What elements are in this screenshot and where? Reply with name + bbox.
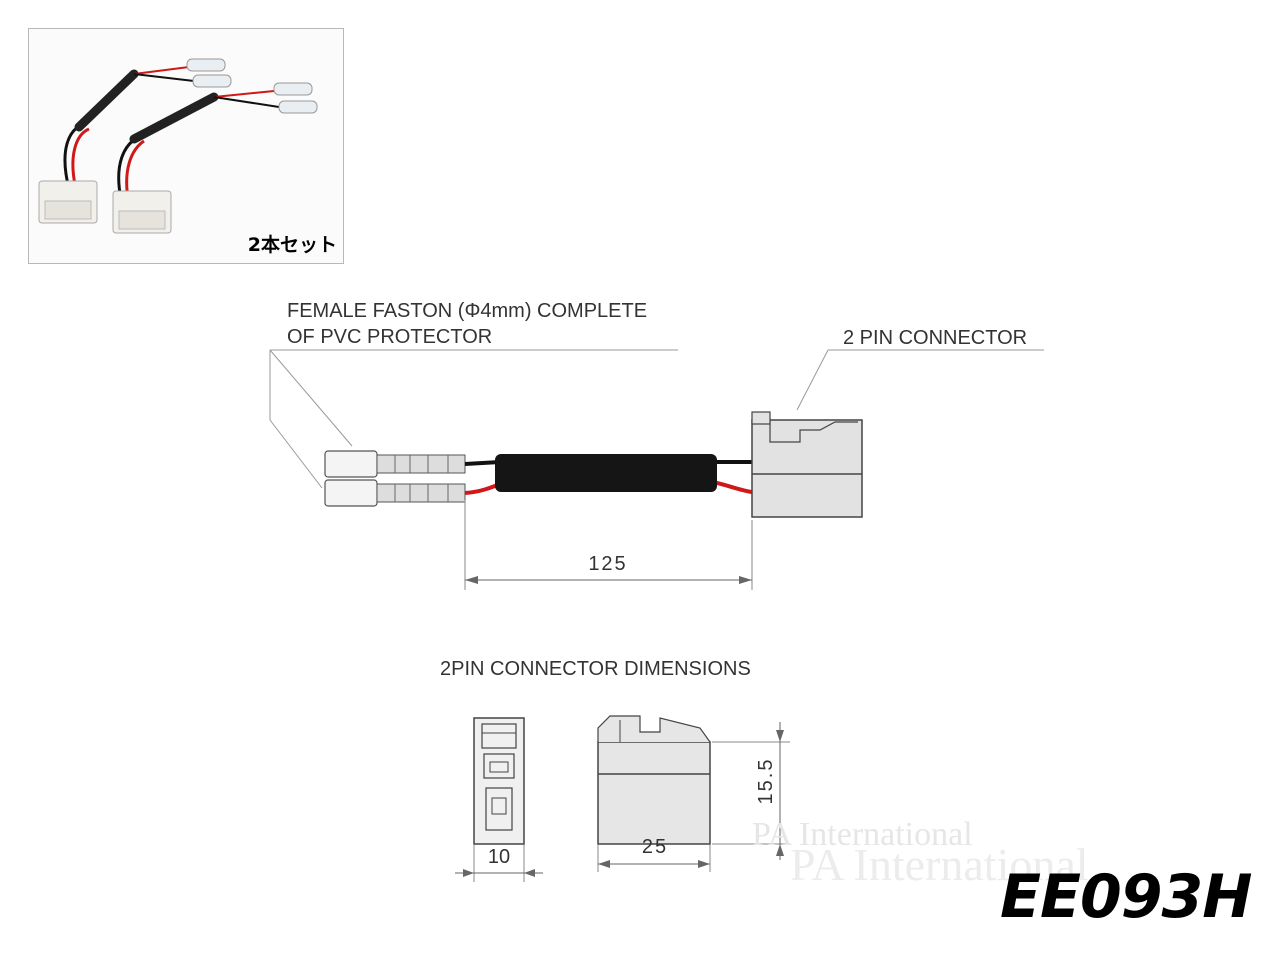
length-dimension: 125 — [588, 553, 627, 575]
connector-label: 2 PIN CONNECTOR — [843, 327, 1027, 349]
heat-shrink-sleeve — [495, 454, 717, 492]
two-pin-connector — [751, 411, 863, 518]
dim-arrow-155-top — [776, 730, 784, 742]
dim-arrow-left — [465, 576, 478, 584]
faston-terminal-top — [324, 450, 466, 478]
connector-side-view — [597, 715, 711, 845]
black-wire-left — [464, 460, 501, 466]
red-wire-left — [464, 482, 501, 495]
faston-terminal-bottom — [324, 479, 466, 507]
dim-arrow-25-right — [698, 860, 710, 868]
leader-top — [269, 349, 353, 447]
set-label: 2本セット — [247, 234, 337, 256]
product-photo-frame: 2本セット — [28, 28, 344, 264]
connector-leader — [796, 349, 829, 411]
dim-arrow-25-left — [598, 860, 610, 868]
connector-front-view — [473, 717, 525, 845]
faston-label-line2: OF PVC PROTECTOR — [287, 326, 492, 348]
width-dimension: 10 — [488, 846, 510, 868]
dim-arrow-10-left — [463, 869, 474, 877]
length-dimension-25: 25 — [642, 836, 668, 858]
watermark-line1: PA International — [752, 816, 973, 853]
height-dimension: 15.5 — [755, 758, 777, 805]
leader-bottom — [269, 419, 323, 489]
faston-label-line1: FEMALE FASTON (Φ4mm) COMPLETE — [287, 300, 647, 322]
dimensions-title: 2PIN CONNECTOR DIMENSIONS — [440, 658, 751, 680]
dim-arrow-right — [739, 576, 752, 584]
dim-arrow-10-right — [524, 869, 535, 877]
product-code: EE093H — [1000, 862, 1252, 932]
watermark-line2: PA International — [790, 839, 1089, 890]
dim-arrow-155-bottom — [776, 844, 784, 856]
red-wire-right — [711, 480, 753, 494]
product-photo — [38, 58, 318, 234]
